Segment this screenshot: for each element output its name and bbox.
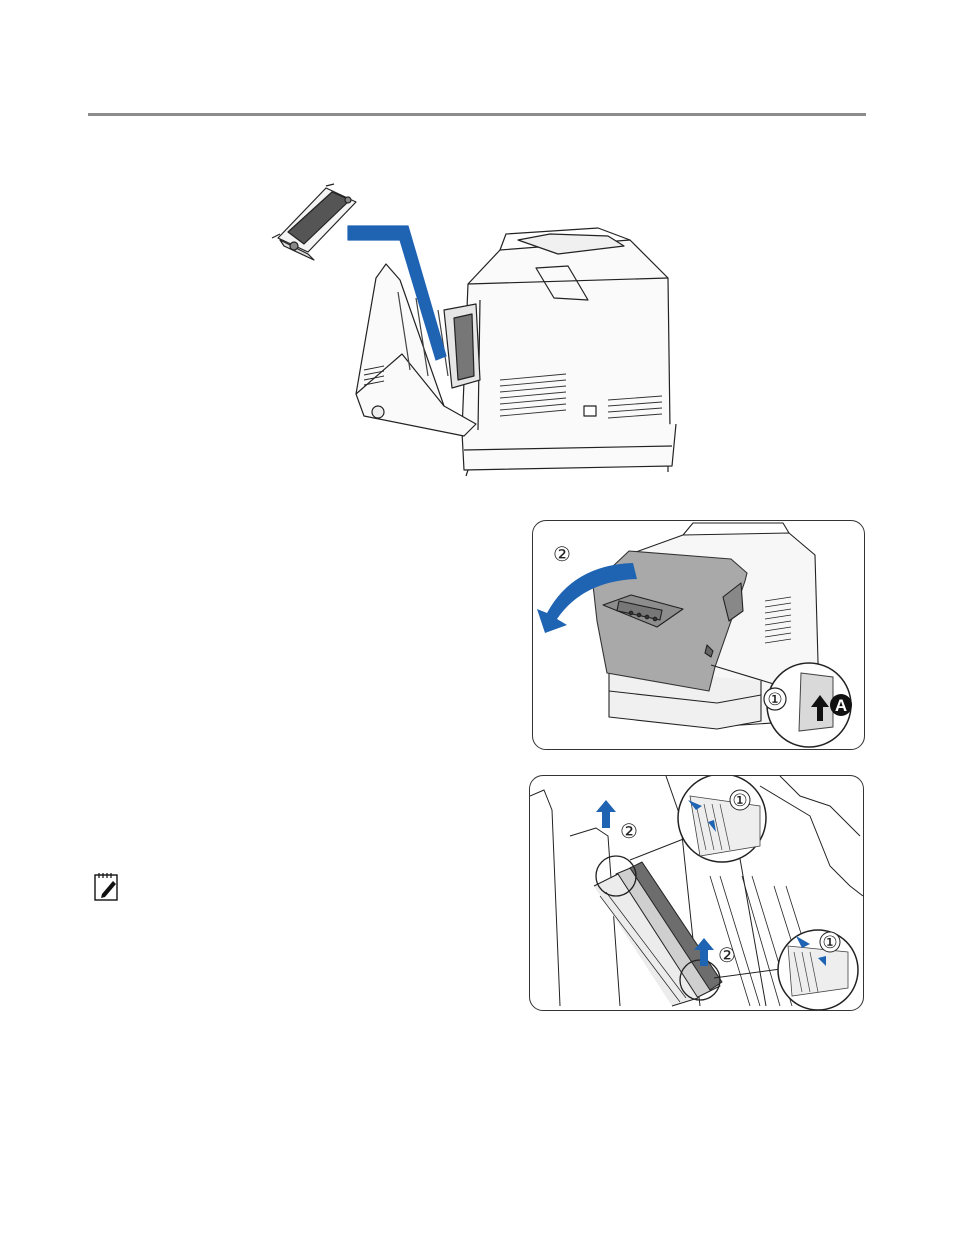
step-number-lift-top: ②: [620, 819, 638, 843]
step-number-press-button: ①: [767, 690, 782, 710]
drum-unit-image: [272, 184, 356, 260]
step-number-release-levers-bottom: ①: [822, 933, 837, 953]
header-rule: [88, 113, 866, 116]
drum-insertion-illustration: [268, 180, 688, 480]
step-number-lift-bottom: ②: [718, 943, 736, 967]
button-a-label: A: [835, 696, 847, 715]
lift-arrow-icon: [596, 800, 616, 828]
step-number-release-levers-top: ①: [732, 791, 747, 811]
drum-roller-image: [594, 862, 722, 1006]
note-pencil-icon: [93, 872, 121, 902]
lever-magnifier-bottom: ①: [778, 930, 858, 1010]
printer-body-image: [462, 228, 676, 476]
lever-magnifier-top: ①: [678, 776, 766, 862]
open-front-cover-panel: ② ① A: [532, 520, 865, 750]
drum-removal-panel: ① ① ② ②: [529, 775, 864, 1011]
step-number-open-cover: ②: [553, 542, 571, 566]
